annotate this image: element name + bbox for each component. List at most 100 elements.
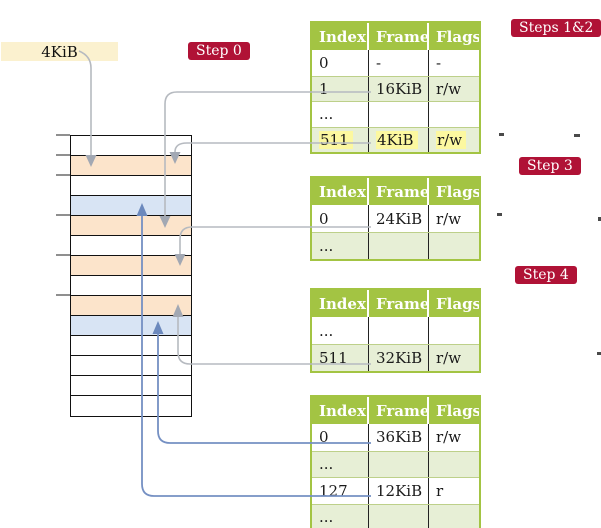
column-header: Flags	[436, 294, 479, 313]
badge-steps-1-2: Steps 1&2	[511, 19, 601, 37]
table-cell: r/w	[429, 205, 479, 232]
table-row: 1 16KiB r/w	[312, 75, 479, 102]
table-row: 0 - -	[312, 50, 479, 76]
column-header: Index	[312, 23, 369, 50]
cell-text: ...	[319, 455, 334, 474]
cell-text: ...	[319, 321, 334, 340]
table-cell	[369, 451, 429, 477]
physical-memory-column	[70, 135, 192, 417]
table-row: ...	[312, 232, 479, 259]
table-cell	[429, 102, 479, 127]
table-cell: 511	[312, 127, 369, 152]
table-row: ...	[312, 450, 479, 477]
cell-text: 0	[319, 209, 329, 228]
memory-frame-row-plain	[71, 336, 191, 356]
table-cell: ...	[312, 233, 369, 259]
table-cell: ...	[312, 102, 369, 127]
table-cell: 0	[312, 50, 369, 76]
column-header: Frame	[369, 178, 429, 205]
cell-text: 511	[319, 130, 353, 149]
memory-tick	[56, 134, 70, 136]
cell-text: 12KiB	[376, 481, 423, 500]
table-row: 511 32KiB r/w	[312, 344, 479, 371]
table-cell: 0	[312, 205, 369, 232]
table-row: 0 24KiB r/w	[312, 205, 479, 232]
table-cell: -	[429, 50, 479, 76]
table-cell	[369, 317, 429, 344]
column-header: Flags	[436, 27, 479, 46]
cell-text: 4KiB	[376, 130, 418, 149]
cell-text: -	[436, 53, 442, 72]
badge-step-0: Step 0	[188, 42, 250, 60]
badge-step-3: Step 3	[519, 157, 581, 175]
cell-text: r/w	[436, 209, 462, 228]
table-cell: 12KiB	[369, 478, 429, 504]
table-cell: 0	[312, 424, 369, 451]
table-row: 0 36KiB r/w	[312, 424, 479, 451]
table-cell: 4KiB	[369, 127, 429, 152]
cell-text: 36KiB	[376, 428, 423, 447]
table-cell	[429, 505, 479, 528]
cell-text: 127	[319, 481, 348, 500]
memory-frame-row-mapped-frame	[71, 196, 191, 216]
table-cell	[369, 233, 429, 259]
table-cell: 32KiB	[369, 345, 429, 371]
table-cell: r	[429, 478, 479, 504]
memory-tick	[56, 154, 70, 156]
cell-text: r/w	[436, 349, 462, 367]
table-cell: -	[369, 50, 429, 76]
memory-frame-row-plain	[71, 356, 191, 376]
column-header: Index	[312, 178, 369, 205]
cell-text: 511	[319, 349, 348, 367]
table-cell: ...	[312, 317, 369, 344]
memory-tick	[56, 214, 70, 216]
clipped-connector-stub	[574, 134, 580, 137]
badge-step-4: Step 4	[515, 266, 577, 284]
cell-text: -	[376, 53, 382, 72]
table-cell: r/w	[429, 77, 479, 102]
cell-text: ...	[319, 105, 334, 124]
cell-text: r	[436, 481, 444, 500]
cell-text: 0	[319, 428, 329, 447]
table-cell: r/w	[429, 345, 479, 371]
cell-text: 0	[319, 53, 329, 72]
cell-text: r/w	[436, 428, 462, 447]
memory-frame-row-plain	[71, 376, 191, 396]
memory-frame-row-table-frame	[71, 256, 191, 276]
column-header: Index	[312, 290, 369, 317]
table-row: 511 4KiB r/w	[312, 126, 479, 153]
memory-frame-row-mapped-frame	[71, 316, 191, 336]
table-cell	[429, 233, 479, 259]
memory-tick	[56, 174, 70, 176]
cell-text: 16KiB	[376, 79, 423, 98]
cell-text: 1	[319, 79, 329, 98]
table-cell	[369, 102, 429, 127]
memory-frame-row-table-frame	[71, 296, 191, 316]
table-row: ...	[312, 317, 479, 344]
memory-frame-row-plain	[71, 276, 191, 296]
cell-text: ...	[319, 508, 334, 527]
frame-4kib-label: 4KiB	[1, 42, 118, 61]
table-row: 127 12KiB r	[312, 477, 479, 504]
cell-text: r/w	[436, 79, 462, 98]
memory-frame-row-table-frame	[71, 156, 191, 176]
column-header: Frame	[369, 397, 429, 424]
memory-frame-row-plain	[71, 136, 191, 156]
table-cell: 36KiB	[369, 424, 429, 451]
table-cell: r/w	[429, 128, 479, 153]
cell-text: 24KiB	[376, 209, 423, 228]
table-cell: 127	[312, 478, 369, 504]
table-cell: r/w	[429, 424, 479, 451]
clipped-connector-stub	[598, 217, 601, 221]
column-header: Frame	[369, 290, 429, 317]
table-row: ...	[312, 101, 479, 127]
column-header: Flags	[436, 182, 479, 201]
table-cell: 511	[312, 345, 369, 371]
